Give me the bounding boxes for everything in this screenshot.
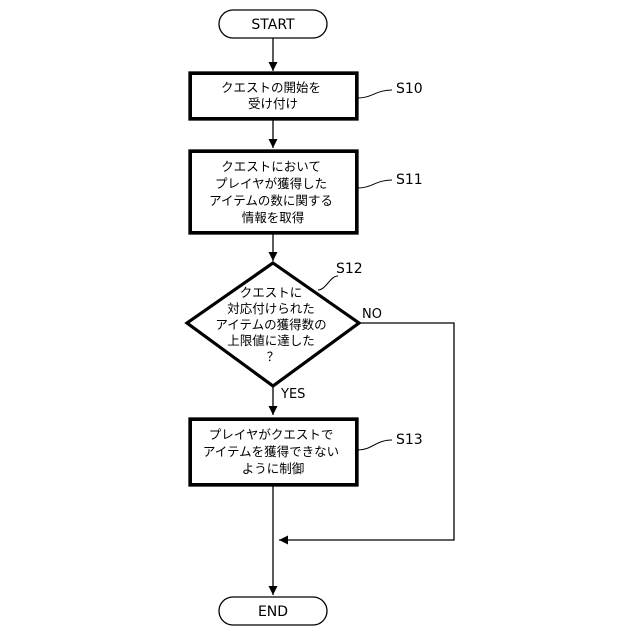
- start-label: START: [251, 17, 295, 33]
- step-id-s11: S11: [396, 172, 423, 188]
- end-terminal: END: [219, 597, 327, 625]
- leader-s12: [318, 276, 338, 290]
- leader-s11: [358, 180, 392, 188]
- leader-s13: [358, 440, 392, 450]
- decision-s12: クエストに 対応付けられた アイテムの獲得数の 上限値に達した ？: [187, 263, 359, 386]
- step-s13: プレイヤがクエストで アイテムを獲得できない ように制御: [189, 418, 358, 486]
- end-label: END: [258, 604, 288, 620]
- start-terminal: START: [219, 10, 327, 38]
- step-id-s13: S13: [396, 432, 423, 448]
- step-s11: クエストにおいて プレイヤが獲得した アイテムの数に関する 情報を取得: [189, 150, 358, 234]
- step-id-s12: S12: [336, 261, 363, 277]
- step-id-s10: S10: [396, 81, 423, 97]
- branch-no-label: NO: [362, 307, 382, 322]
- leader-s10: [358, 90, 392, 98]
- step-s10: クエストの開始を 受け付け: [189, 72, 358, 120]
- branch-yes-label: YES: [280, 387, 305, 402]
